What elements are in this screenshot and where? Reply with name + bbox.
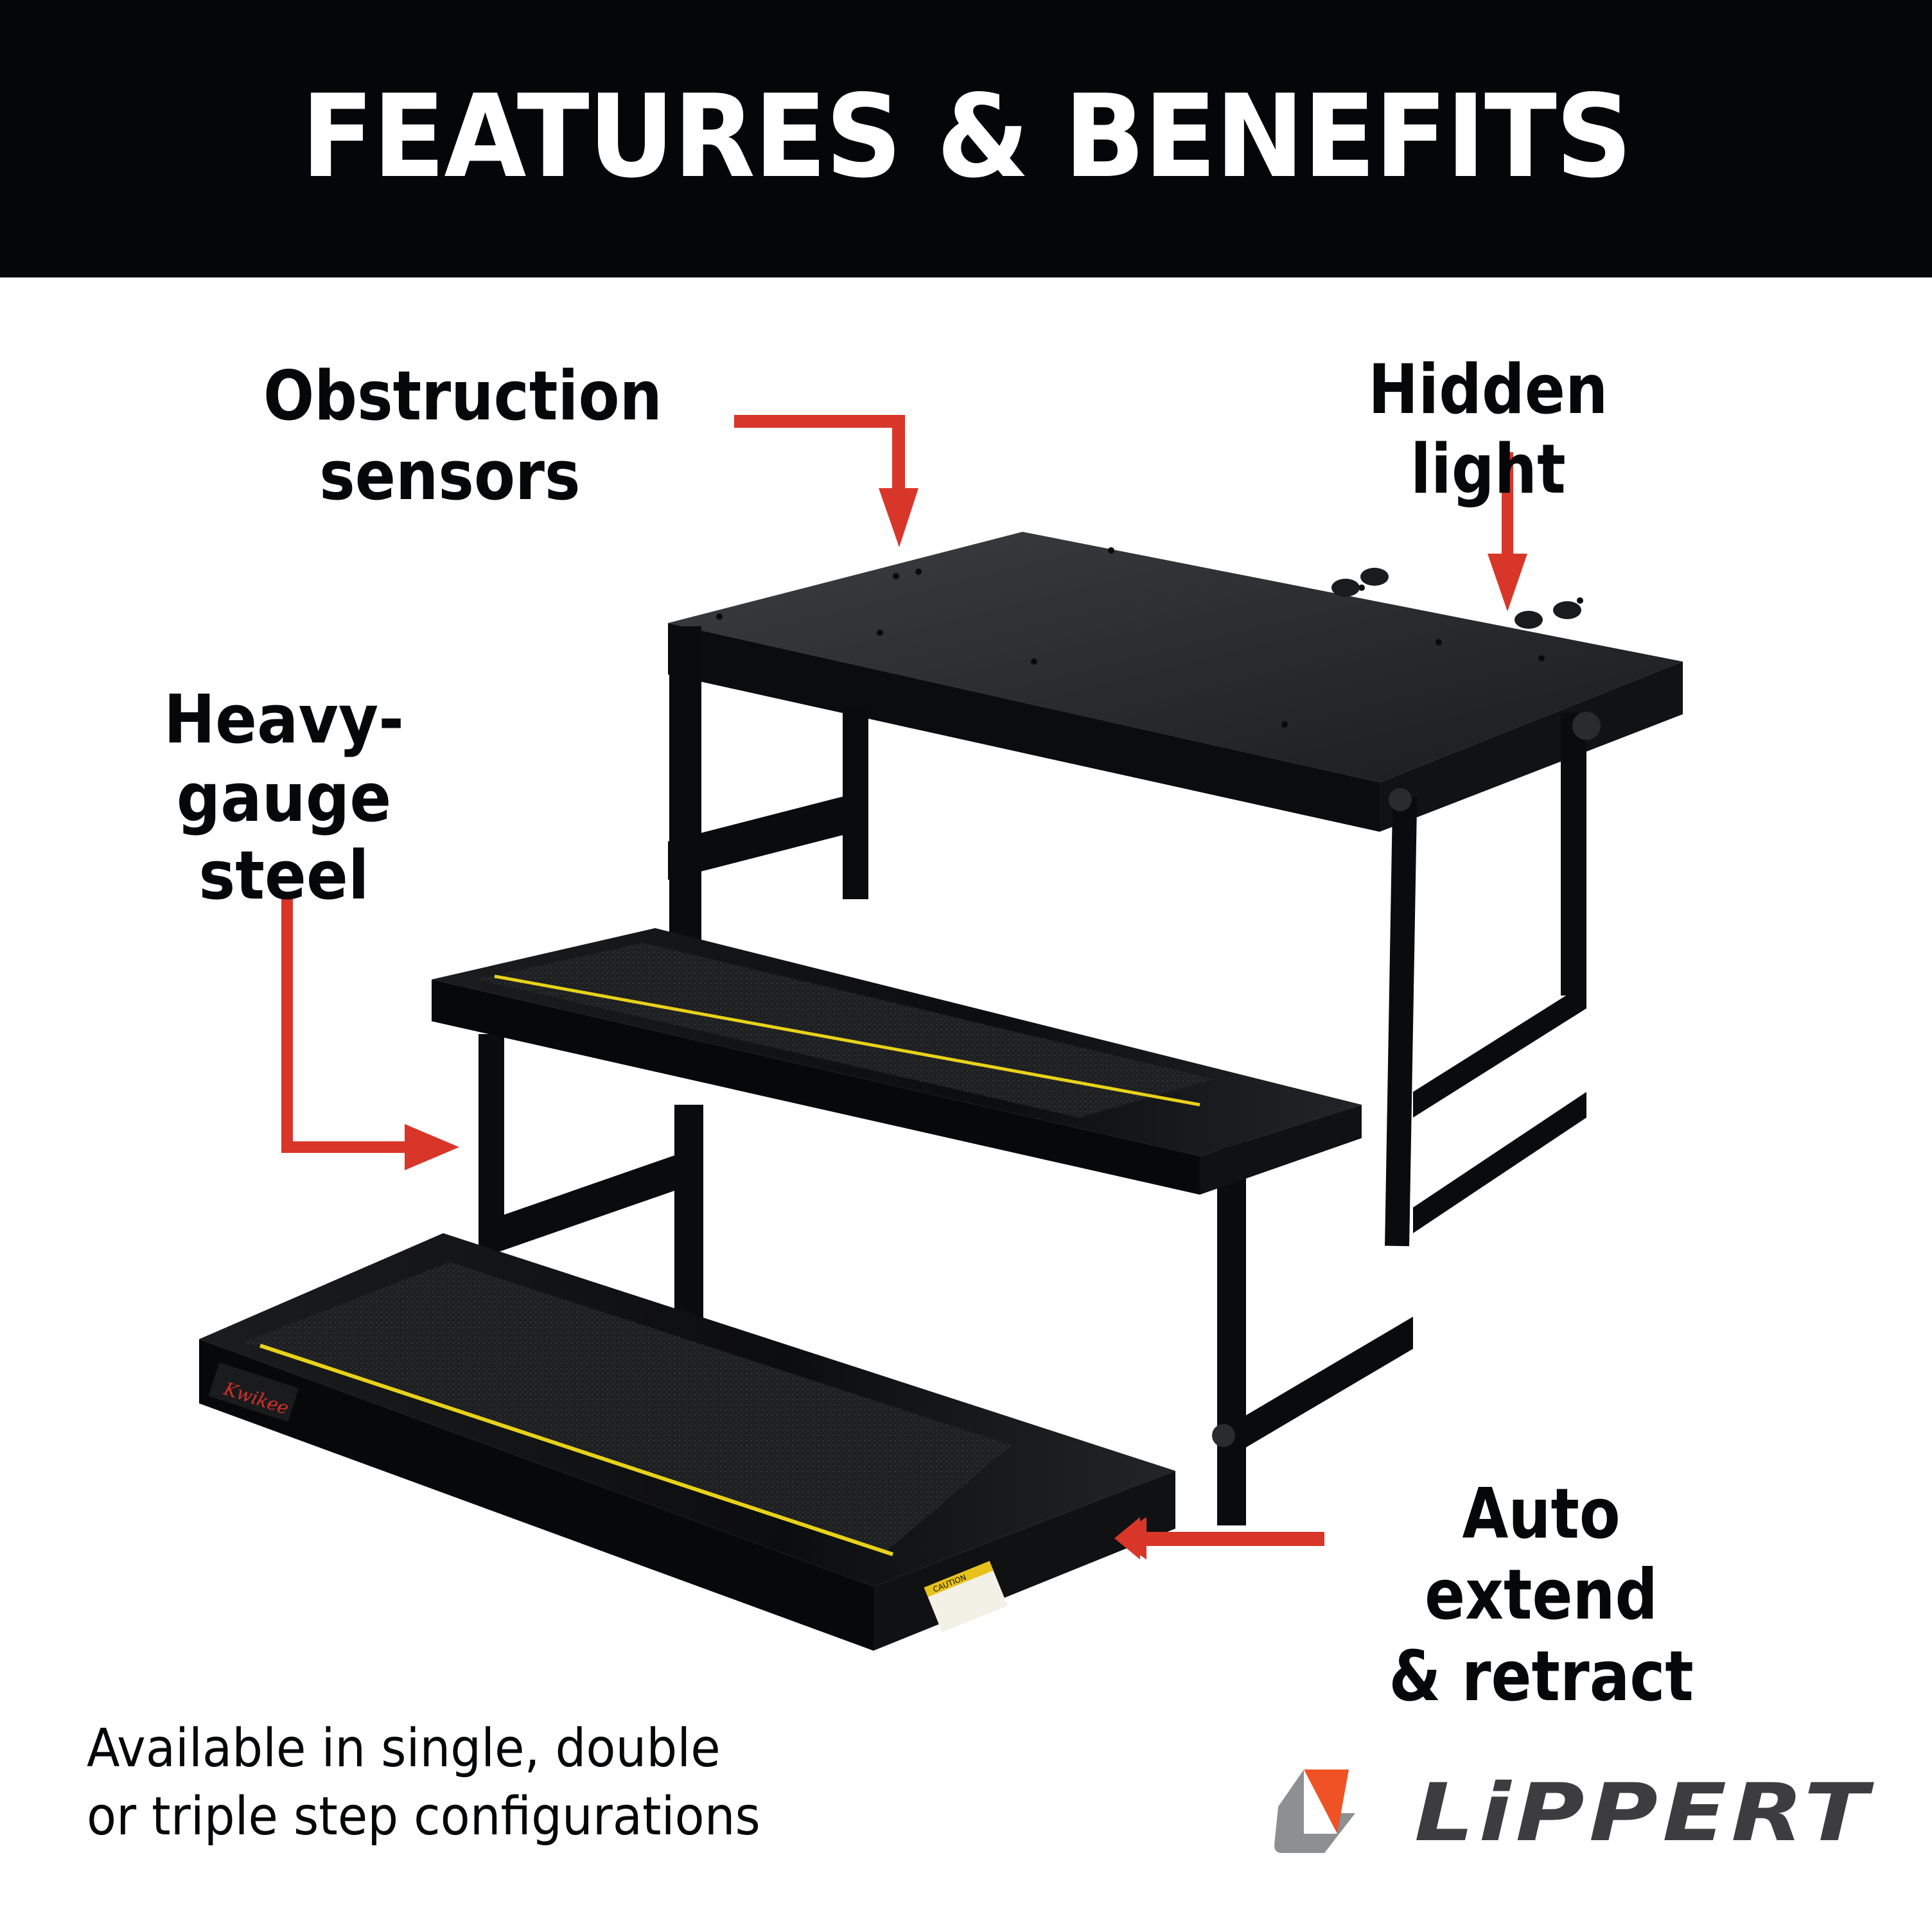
lippert-emblem-icon: [1274, 1770, 1355, 1853]
frame-links: [479, 626, 1601, 1525]
callout-hidden-light: Hidden light: [1285, 350, 1692, 509]
header-banner: FEATURES & BENEFITS: [0, 0, 1932, 277]
callout-auto-extend-retract: Auto extend & retract: [1342, 1474, 1740, 1717]
note-line: or triple step configurations: [87, 1786, 760, 1847]
bottom-step: Kwikee CAUTION: [199, 1233, 1175, 1651]
availability-note: Available in single, double or triple st…: [87, 1715, 855, 1851]
top-platform: [668, 532, 1683, 832]
callout-line: & retract: [1389, 1636, 1694, 1717]
callout-line: Heavy-: [163, 680, 404, 759]
middle-step: [432, 928, 1362, 1195]
callout-line: Hidden light: [1368, 350, 1608, 509]
callout-line: sensors: [319, 436, 581, 516]
callout-line: Obstruction: [263, 356, 662, 435]
lippert-wordmark: LiPPERT: [1414, 1767, 1873, 1859]
note-line: Available in single, double: [87, 1718, 721, 1779]
callout-line: gauge: [176, 758, 392, 837]
trademark-symbol: ™: [1831, 1784, 1841, 1796]
callout-obstruction-sensors: Obstruction sensors: [263, 356, 662, 516]
page-title: FEATURES & BENEFITS: [301, 70, 1632, 203]
lippert-logo: LiPPERT ™: [1265, 1770, 1868, 1859]
callout-line: Auto extend: [1425, 1474, 1658, 1636]
callout-heavy-gauge-steel: Heavy- gauge steel: [151, 680, 417, 915]
callout-line: steel: [198, 836, 369, 915]
